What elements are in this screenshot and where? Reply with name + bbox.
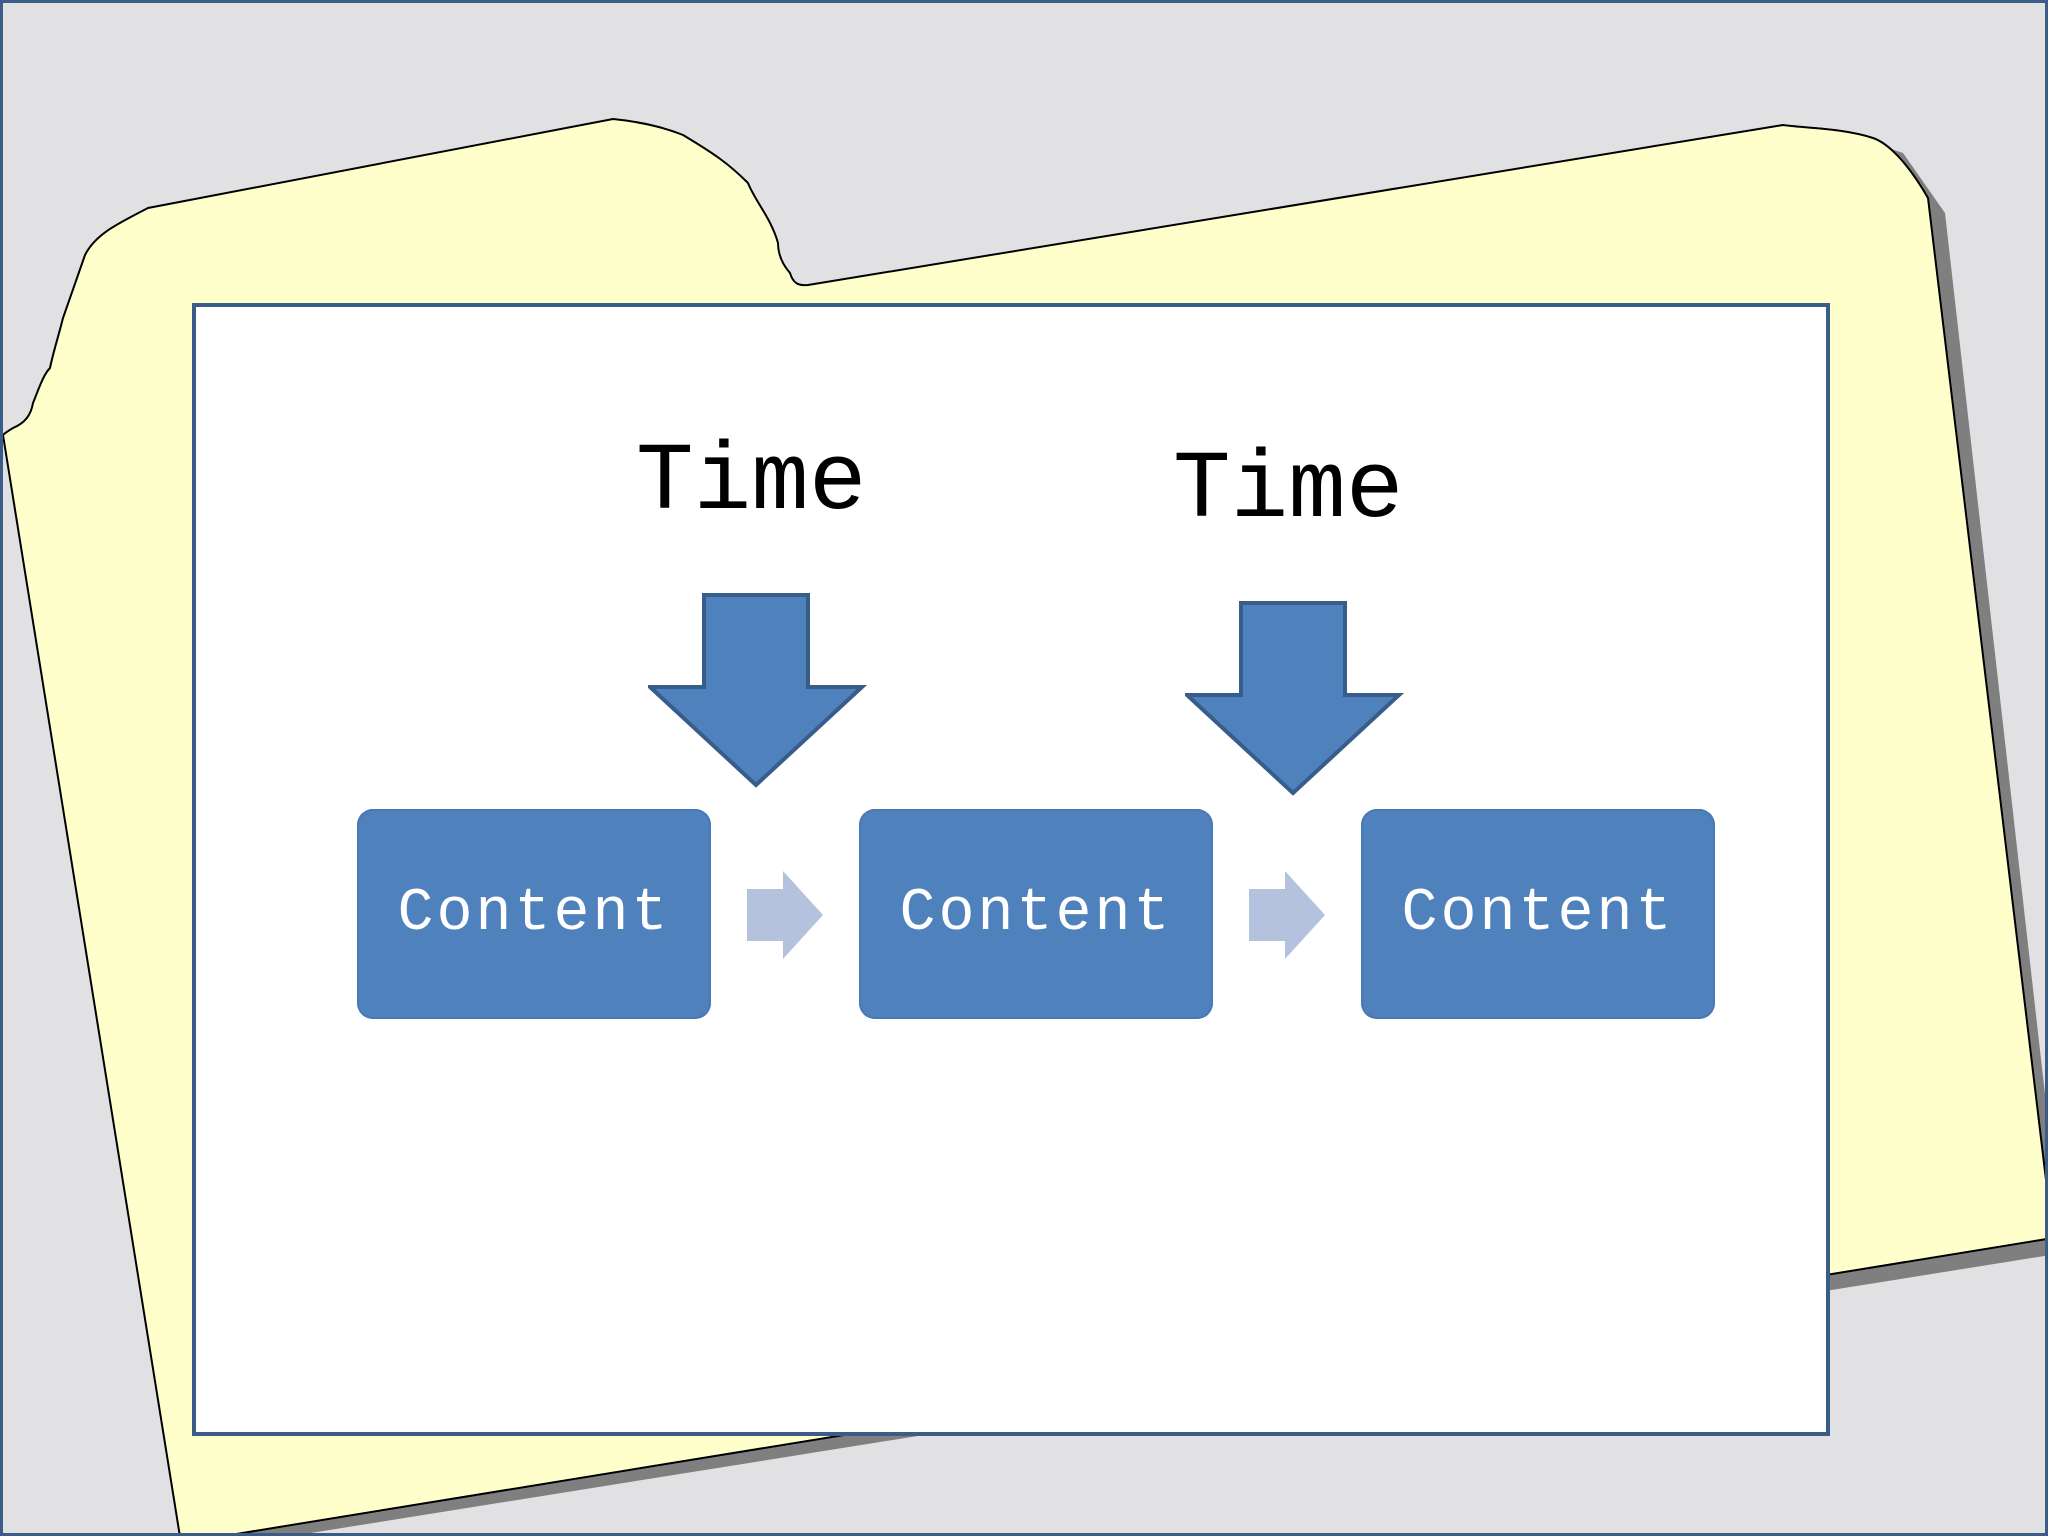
slide-panel: Time Time Content Content Content [192,303,1830,1436]
connector-arrow-1 [747,871,823,959]
content-box-3: Content [1361,809,1715,1019]
down-arrow-1 [648,593,868,788]
connector-arrow-2 [1249,871,1325,959]
content-box-2: Content [859,809,1213,1019]
content-box-1: Content [357,809,711,1019]
time-label-2: Time [1173,436,1404,545]
down-arrow-2 [1185,601,1405,796]
time-label-1: Time [636,428,867,537]
